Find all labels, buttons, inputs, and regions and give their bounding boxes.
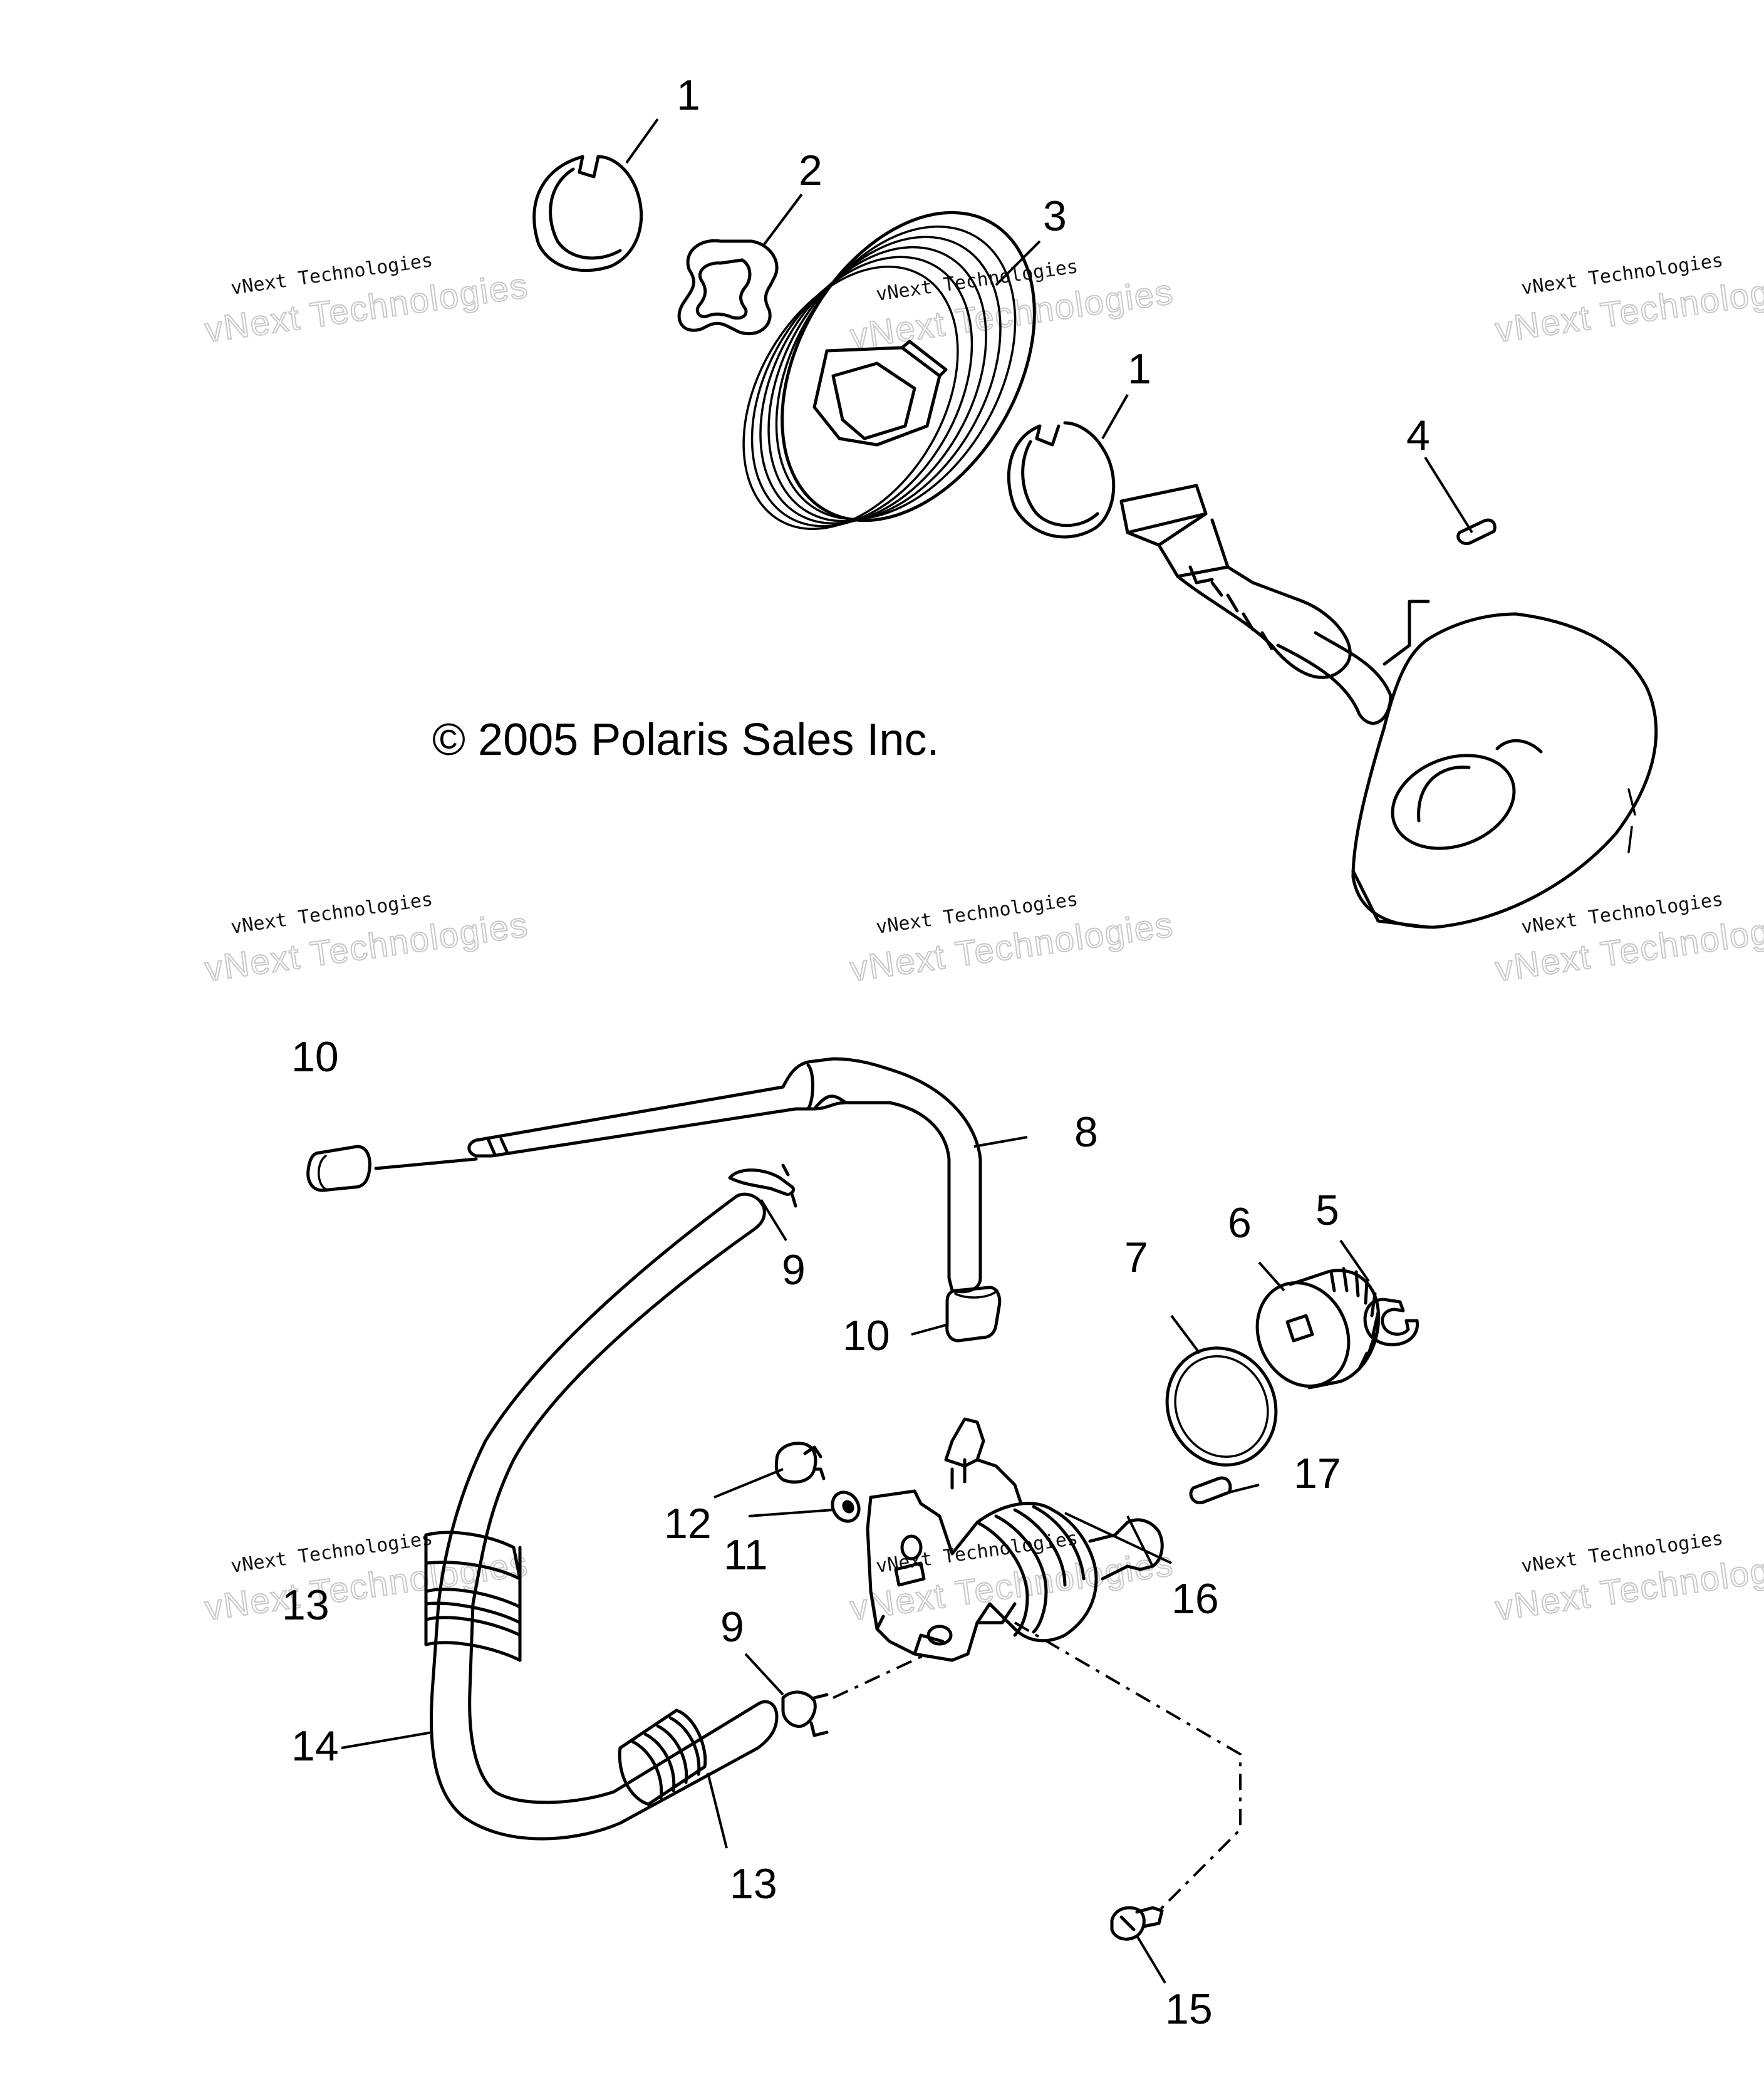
callout-11: 11: [724, 1531, 768, 1579]
callout-8: 8: [1074, 1108, 1098, 1156]
callout-3: 3: [1043, 192, 1067, 240]
callout-14: 14: [291, 1722, 339, 1770]
callout-15: 15: [1165, 1985, 1213, 2033]
callout-10-lower: 10: [843, 1312, 890, 1360]
part-fitting-center: [945, 1286, 1002, 1343]
assembly-lines: [833, 1621, 1242, 1912]
part-hose-clamp-lower: [618, 1708, 707, 1806]
copyright-text: © 2005 Polaris Sales Inc.: [432, 715, 939, 765]
leader-lines: [341, 118, 1473, 1984]
watermark-top-right: vNext Technologies vNext Technologies: [1492, 249, 1764, 350]
callout-6: 6: [1228, 1199, 1252, 1247]
callout-9-lower: 9: [720, 1603, 744, 1651]
part-snap-ring-lower: [1007, 421, 1116, 539]
callout-16: 16: [1171, 1575, 1219, 1623]
callout-2: 2: [799, 147, 822, 194]
part-retainer: [677, 239, 779, 336]
part-pin-small: [1189, 1476, 1232, 1505]
part-pin: [1456, 518, 1497, 545]
part-snap-ring-upper: [532, 155, 643, 272]
part-fitting-left: [306, 1145, 371, 1192]
part-washer: [831, 1490, 861, 1523]
watermark-top-left: vNext Technologies vNext Technologies: [202, 249, 531, 350]
part-hose: [429, 1192, 779, 1841]
watermark-mid-right: vNext Technologies vNext Technologies: [1492, 888, 1764, 989]
part-pulley: [742, 211, 1036, 530]
part-bolt: [774, 1442, 826, 1484]
part-clip-lower: [781, 1690, 829, 1737]
callout-1-lower: 1: [1128, 345, 1151, 393]
watermark-mid-left: vNext Technologies vNext Technologies: [202, 888, 531, 989]
callout-17: 17: [1294, 1450, 1341, 1497]
callout-13-lower: 13: [730, 1860, 777, 1908]
part-gear: [1255, 1267, 1381, 1390]
part-oil-line: [374, 1057, 982, 1294]
callout-10-upper: 10: [291, 1033, 339, 1081]
callout-12: 12: [664, 1500, 712, 1547]
callout-5: 5: [1315, 1187, 1339, 1234]
callout-9-upper: 9: [782, 1246, 806, 1294]
part-clip-upper: [728, 1163, 797, 1208]
callout-13-upper: 13: [282, 1581, 329, 1629]
watermark-top-center: vNext Technologies vNext Technologies: [847, 256, 1176, 356]
watermark-bottom-left: vNext Technologies vNext Technologies: [202, 1527, 531, 1628]
callout-4: 4: [1406, 412, 1430, 459]
callout-7: 7: [1124, 1234, 1148, 1281]
watermark-bottom-right: vNext Technologies vNext Technologies: [1492, 1527, 1764, 1628]
part-o-ring: [1165, 1346, 1278, 1467]
callout-1-upper: 1: [677, 71, 700, 119]
part-crankshaft: [1119, 484, 1658, 929]
watermarks: vNext Technologies vNext Technologies vN…: [202, 249, 1764, 1628]
part-e-clip: [1363, 1297, 1419, 1346]
callouts: 1 2 3 1 4 10 8 9 10 7 6 5 17 12 11 16 13…: [282, 71, 1430, 2033]
watermark-mid-center: vNext Technologies vNext Technologies: [847, 888, 1176, 989]
part-screw: [1110, 1906, 1164, 1941]
